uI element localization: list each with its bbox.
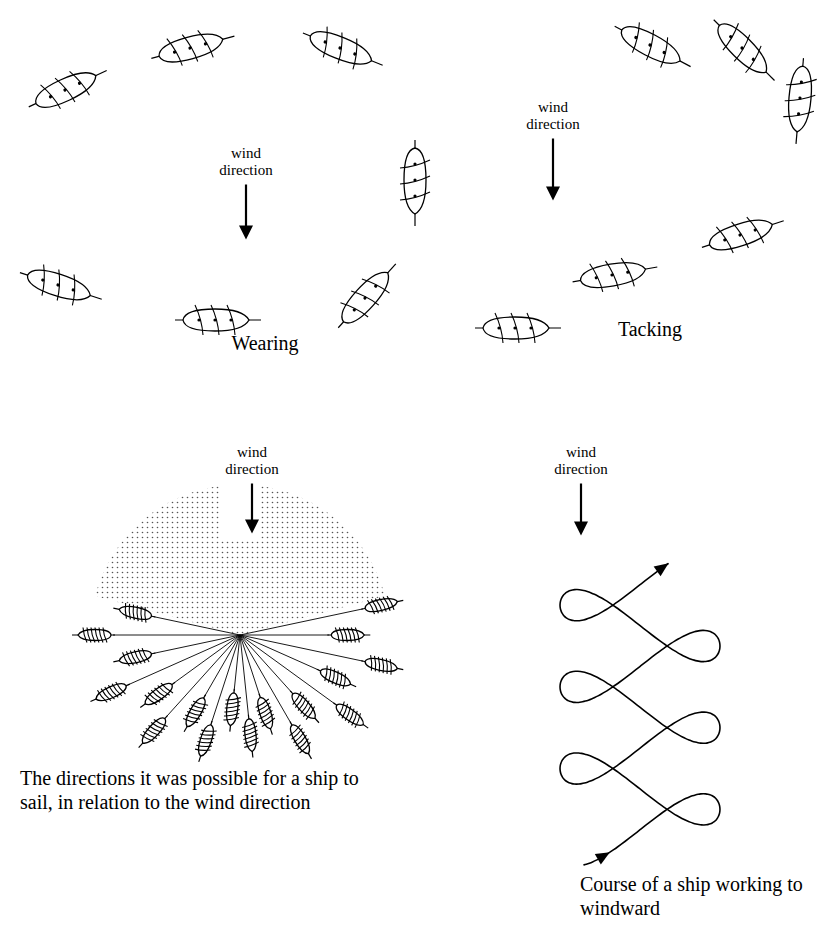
arrow-head xyxy=(595,847,613,864)
wind-arrow xyxy=(580,484,582,524)
ship xyxy=(360,593,405,617)
ship xyxy=(570,252,660,296)
ship xyxy=(175,305,261,335)
ship xyxy=(475,313,561,343)
direction-ray xyxy=(240,635,292,692)
direction-ray xyxy=(113,635,240,636)
ship xyxy=(327,254,407,338)
arrow-gap xyxy=(220,480,260,540)
ship xyxy=(329,697,373,734)
ship xyxy=(241,714,260,758)
diagram-caption: Wearing xyxy=(205,332,325,355)
direction-ray xyxy=(166,635,240,717)
ship xyxy=(400,140,430,226)
ship xyxy=(222,688,241,732)
ship xyxy=(15,258,106,313)
arrow-head xyxy=(245,520,259,534)
ship xyxy=(781,57,818,145)
ship xyxy=(252,691,280,737)
ship xyxy=(22,57,113,121)
direction-ray xyxy=(240,635,329,636)
ship xyxy=(72,628,115,643)
ships xyxy=(15,9,818,764)
wind-label: wind direction xyxy=(214,443,290,480)
arrow-head xyxy=(654,558,672,576)
arrow-head xyxy=(574,522,588,536)
direction-ray xyxy=(205,635,240,696)
ship xyxy=(314,662,359,693)
ship xyxy=(697,207,788,262)
direction-ray xyxy=(153,635,240,653)
direction-ray xyxy=(240,635,319,670)
wind-arrow xyxy=(245,185,247,228)
direction-ray xyxy=(240,635,335,704)
wind-label: wind direction xyxy=(208,144,284,181)
wind-label: wind direction xyxy=(515,98,591,135)
diagram-caption: Tacking xyxy=(590,318,710,341)
ship xyxy=(360,653,405,677)
arrow-head xyxy=(239,226,253,240)
ship xyxy=(297,19,388,79)
course-path xyxy=(560,558,720,865)
ship xyxy=(284,718,318,763)
direction-ray xyxy=(240,635,249,717)
ship xyxy=(178,691,212,736)
course-line xyxy=(560,563,720,865)
wind-arrow xyxy=(251,484,253,522)
ship xyxy=(703,9,785,91)
ship xyxy=(192,719,220,765)
wind-arrow xyxy=(552,139,554,189)
ship xyxy=(608,13,698,80)
direction-ray xyxy=(153,617,240,635)
wind-label: wind direction xyxy=(543,443,619,480)
ship xyxy=(136,676,180,713)
ship xyxy=(133,711,173,753)
diagram-caption: Course of a ship working to windward xyxy=(580,872,820,920)
diagram-caption: The directions it was possible for a shi… xyxy=(20,766,360,814)
ship xyxy=(285,686,325,728)
ship xyxy=(87,677,132,708)
ship xyxy=(112,646,157,670)
ship xyxy=(112,601,157,625)
arrow-head xyxy=(546,187,560,201)
ship xyxy=(327,628,370,643)
direction-ray xyxy=(211,635,240,723)
ship xyxy=(147,22,238,73)
